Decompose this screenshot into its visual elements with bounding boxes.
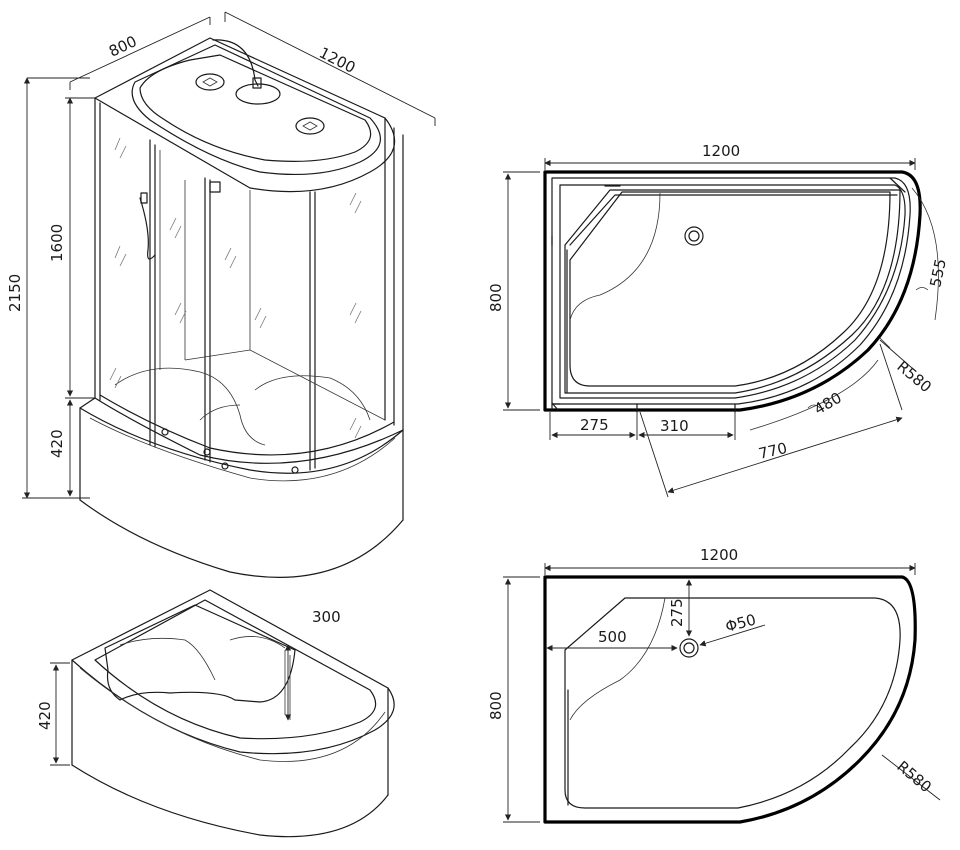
plan-top-straight-label: 310	[660, 417, 689, 435]
tray-perspective-view	[50, 589, 395, 838]
plan-top-door-label: 555	[926, 257, 950, 289]
cabin-total-height-label: 2150	[6, 274, 24, 312]
cabin-tray-height-label: 420	[48, 429, 66, 458]
tray-seat-height-label: 300	[312, 608, 341, 626]
cabin-plan-view	[503, 158, 939, 498]
plan-top-width-label: 1200	[702, 142, 740, 160]
plan-bottom-drain-y-label: 275	[668, 598, 686, 627]
tray-height-label: 420	[36, 701, 54, 730]
tray-plan-view	[503, 563, 941, 824]
plan-bottom-drain-diameter-label: Φ50	[723, 610, 758, 635]
plan-top-depth-label: 800	[487, 283, 505, 312]
plan-top-left-offset-label: 275	[580, 416, 609, 434]
cabin-depth-label: 800	[106, 32, 140, 60]
plan-top-radius-label: R580	[893, 357, 934, 396]
plan-bottom-radius-label: R580	[893, 757, 934, 796]
plan-top-arc-label: 770	[757, 439, 789, 463]
plan-bottom-drain-x-label: 500	[598, 628, 627, 646]
plan-bottom-width-label: 1200	[700, 546, 738, 564]
cabin-glass-height-label: 1600	[48, 224, 66, 262]
cabin-width-label: 1200	[316, 44, 358, 77]
cabin-perspective-view	[22, 11, 436, 578]
plan-bottom-depth-label: 800	[487, 691, 505, 720]
